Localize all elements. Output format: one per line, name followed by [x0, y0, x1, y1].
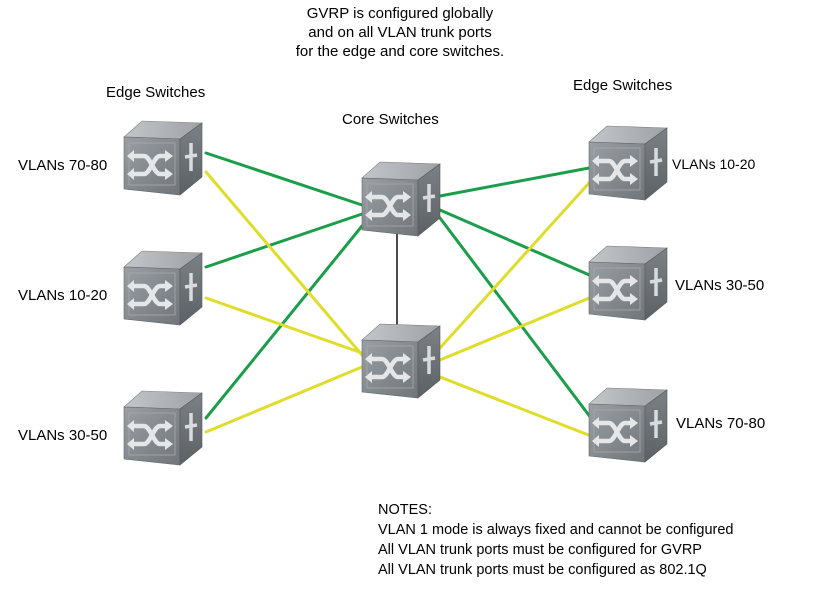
arrowhead-icon [165, 438, 173, 450]
arrowhead-icon [630, 173, 638, 185]
arrowhead-icon [127, 298, 134, 310]
switch-r2[interactable] [588, 245, 668, 321]
switch-bevel [128, 272, 176, 316]
crossing-arrows-icon [134, 283, 165, 307]
right-edge-heading: Edge Switches [573, 77, 673, 94]
arrowhead-icon [127, 438, 134, 450]
title-line: for the edge and core switches. [295, 43, 505, 60]
notes-heading: NOTES: [378, 502, 432, 518]
note-line: VLAN 1 mode is always fixed and cannot b… [378, 522, 734, 538]
four-way-arrows-icon [649, 268, 663, 296]
switch-bevel [593, 267, 641, 311]
link-l2-c2-yellow [204, 296, 364, 355]
arrowhead-icon [403, 209, 411, 221]
four-way-arrows-icon [422, 346, 436, 374]
four-way-arrows-icon [422, 184, 436, 212]
switch-label-R1: VLANs 10-20 [672, 156, 756, 172]
link-c2-r1-yellow [438, 181, 591, 350]
switch-bevel [366, 183, 414, 227]
switch-label-R3: VLANs 70-80 [676, 415, 766, 432]
four-way-arrows-icon [649, 148, 663, 176]
four-way-arrows-icon [184, 273, 198, 301]
arrowhead-icon [165, 280, 173, 292]
link-c1-r1-green [438, 166, 591, 198]
arrowhead-icon [165, 150, 173, 162]
four-way-arrows-icon [184, 413, 198, 441]
core-heading: Core Switches [342, 111, 439, 128]
link-l1-c1-green [204, 151, 364, 207]
link-l3-c1-green [204, 224, 364, 420]
switch-label-L1: VLANs 70-80 [18, 157, 108, 174]
switch-layer [123, 120, 668, 466]
arrowhead-icon [165, 298, 173, 310]
arrowhead-icon [127, 168, 134, 180]
switch-bevel [128, 142, 176, 186]
crossing-arrows-icon [599, 158, 630, 182]
switch-label-L3: VLANs 30-50 [18, 427, 108, 444]
notes-block: NOTES: VLAN 1 mode is always fixed and c… [378, 500, 733, 580]
left-edge-heading: Edge Switches [106, 84, 206, 101]
arrowhead-icon [403, 191, 411, 203]
crossing-arrows-icon [372, 356, 403, 380]
switch-bevel [593, 147, 641, 191]
arrowhead-icon [165, 168, 173, 180]
link-c2-r2-yellow [438, 294, 596, 362]
switch-bevel [366, 345, 414, 389]
switch-l2[interactable] [123, 250, 203, 326]
arrowhead-icon [630, 293, 638, 305]
title-line: and on all VLAN trunk ports [308, 24, 492, 41]
arrowhead-icon [365, 191, 372, 203]
arrowhead-icon [630, 417, 638, 429]
arrowhead-icon [592, 275, 599, 287]
switch-label-L2: VLANs 10-20 [18, 287, 108, 304]
link-c1-r3-green [438, 216, 593, 420]
switch-r1[interactable] [588, 125, 668, 201]
note-line: All VLAN trunk ports must be configured … [378, 542, 702, 558]
switch-r3[interactable] [588, 387, 668, 463]
switch-l1[interactable] [123, 120, 203, 196]
switch-label-R2: VLANs 30-50 [675, 277, 765, 294]
arrowhead-icon [365, 209, 372, 221]
link-c2-r3-yellow [438, 375, 593, 438]
diagram-title: GVRP is configured globally and on all V… [250, 4, 550, 61]
arrowhead-icon [165, 420, 173, 432]
crossing-arrows-icon [372, 194, 403, 218]
arrowhead-icon [365, 353, 372, 365]
note-line: All VLAN trunk ports must be configured … [378, 562, 707, 578]
arrowhead-icon [592, 155, 599, 167]
link-c1-r2-green [438, 208, 596, 279]
arrowhead-icon [592, 417, 599, 429]
crossing-arrows-icon [134, 423, 165, 447]
link-l1-c2-yellow [204, 170, 364, 357]
arrowhead-icon [403, 371, 411, 383]
switch-c2[interactable] [361, 323, 441, 399]
four-way-arrows-icon [649, 410, 663, 438]
arrowhead-icon [365, 371, 372, 383]
arrowhead-icon [630, 275, 638, 287]
links-layer [204, 151, 596, 438]
four-way-arrows-icon [184, 143, 198, 171]
switch-bevel [128, 412, 176, 456]
arrowhead-icon [127, 280, 134, 292]
arrowhead-icon [127, 420, 134, 432]
link-l3-c2-yellow [204, 365, 364, 434]
arrowhead-icon [592, 435, 599, 447]
switch-c1[interactable] [361, 161, 441, 237]
link-l2-c1-green [204, 212, 364, 269]
crossing-arrows-icon [599, 278, 630, 302]
arrowhead-icon [592, 173, 599, 185]
arrowhead-icon [630, 155, 638, 167]
title-line: GVRP is configured globally [306, 5, 494, 22]
switch-bevel [593, 409, 641, 453]
crossing-arrows-icon [599, 420, 630, 444]
arrowhead-icon [630, 435, 638, 447]
arrowhead-icon [592, 293, 599, 305]
arrowhead-icon [403, 353, 411, 365]
arrowhead-icon [127, 150, 134, 162]
crossing-arrows-icon [134, 153, 165, 177]
switch-l3[interactable] [123, 390, 203, 466]
